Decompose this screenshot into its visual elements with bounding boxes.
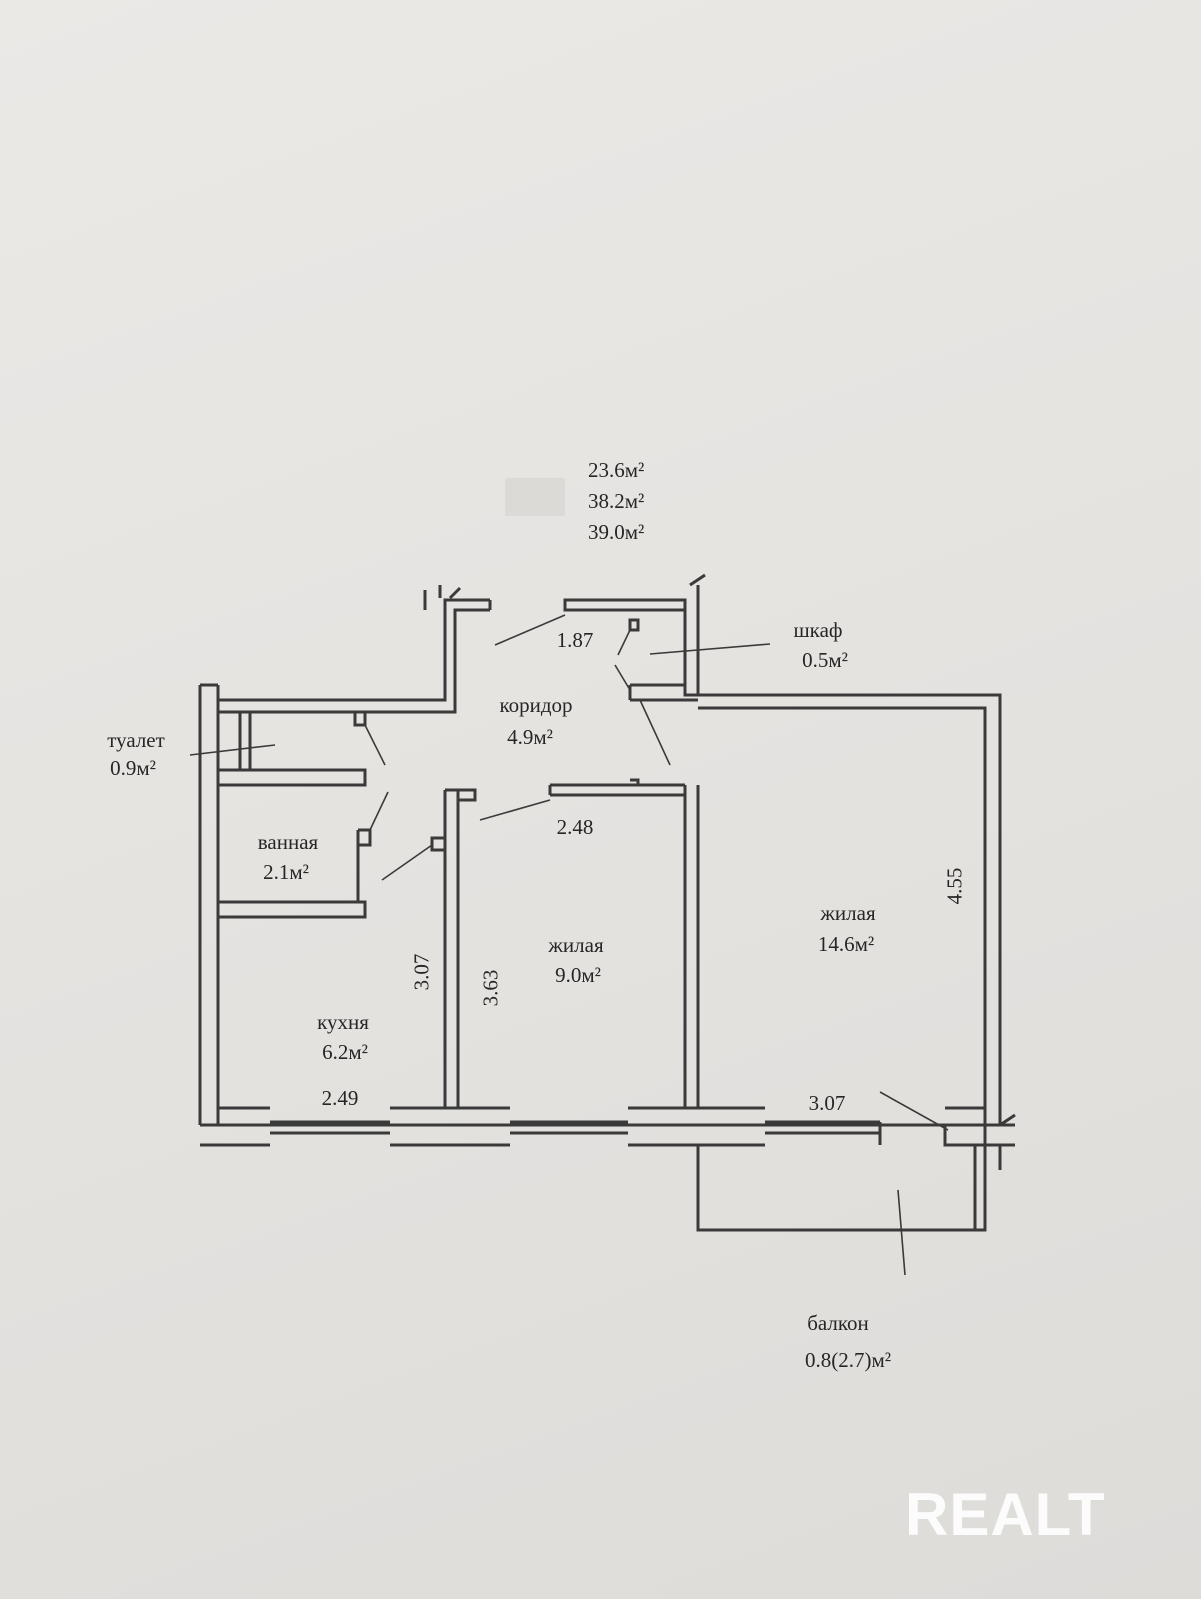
room-kitchen-name: кухня: [317, 1010, 369, 1034]
window-kitchen: [270, 1120, 390, 1135]
wall-small-right: [683, 785, 700, 1108]
dimension-kitchen-height: 3.07: [409, 953, 434, 991]
total-area-line-3: 39.0м²: [588, 520, 645, 544]
wall-closet-top: [563, 598, 687, 612]
wall-closet-right: [683, 573, 706, 697]
room-closet-area: 0.5м²: [802, 648, 848, 672]
wall-bath-right: [353, 712, 372, 902]
leader-balcony: [897, 1189, 906, 1276]
realt-watermark-logo: REALT: [905, 1481, 1106, 1548]
door-toilet: [364, 724, 386, 766]
balcony-outline: [696, 1145, 987, 1232]
leader-closet: [649, 643, 771, 655]
wall-left: [198, 685, 220, 1125]
wall-kitchen-right: [443, 788, 477, 1108]
leader-corridor-width: [494, 614, 566, 646]
leader-large-room-width: [879, 1091, 949, 1131]
room-living-large-area: 14.6м²: [817, 932, 875, 956]
wall-large-top: [698, 693, 1002, 1125]
dimension-living-small-width: 2.48: [556, 815, 594, 839]
room-closet-name: шкаф: [793, 618, 843, 642]
room-toilet-area: 0.9м²: [110, 756, 156, 780]
dimension-living-small-height: 3.63: [478, 969, 503, 1007]
dimension-corridor-width: 1.87: [556, 628, 594, 652]
room-balcony-area: 0.8(2.7)м²: [804, 1348, 892, 1372]
door-large-room: [639, 699, 671, 766]
wall-top-left: [218, 598, 492, 714]
door-closet-lower: [614, 664, 631, 691]
door-corridor-bottom: [479, 799, 551, 821]
room-bathroom-area: 2.1м²: [263, 860, 309, 884]
wall-bath-kitchen: [218, 900, 367, 919]
room-kitchen-area: 6.2м²: [322, 1040, 368, 1064]
leader-toilet: [189, 744, 276, 756]
wall-toilet-bath: [218, 768, 367, 787]
room-toilet-name: туалет: [107, 728, 165, 752]
room-living-small-name: жилая: [548, 933, 604, 957]
dimension-kitchen-width: 2.49: [321, 1086, 359, 1110]
door-bathroom: [369, 791, 389, 831]
room-living-large-name: жилая: [820, 901, 876, 925]
wall-toilet-pipes: [238, 712, 252, 770]
room-living-small-area: 9.0м²: [555, 963, 601, 987]
room-corridor-name: коридор: [499, 693, 573, 717]
door-closet-upper: [617, 629, 631, 656]
wall-closet-lower: [628, 683, 698, 702]
window-large-room: [765, 1120, 882, 1145]
wall-bottom: [200, 1123, 1015, 1147]
smudge-totals: [505, 478, 565, 516]
total-area-line-2: 38.2м²: [588, 489, 645, 513]
wall-kitchen-stub: [430, 836, 447, 852]
total-area-line-1: 23.6м²: [588, 458, 645, 482]
room-bathroom-name: ванная: [257, 830, 319, 854]
wall-stub-top: [423, 585, 462, 610]
dimension-living-large-width: 3.07: [808, 1091, 846, 1115]
wall-small-top: [548, 778, 685, 797]
wall-pillar: [943, 1113, 1016, 1147]
window-small-room: [510, 1120, 628, 1135]
room-corridor-area: 4.9м²: [507, 725, 553, 749]
room-balcony-name: балкон: [807, 1311, 869, 1335]
dimension-living-large-height: 4.55: [942, 867, 967, 905]
door-kitchen: [381, 844, 433, 881]
wall-closet-stub: [628, 618, 640, 632]
